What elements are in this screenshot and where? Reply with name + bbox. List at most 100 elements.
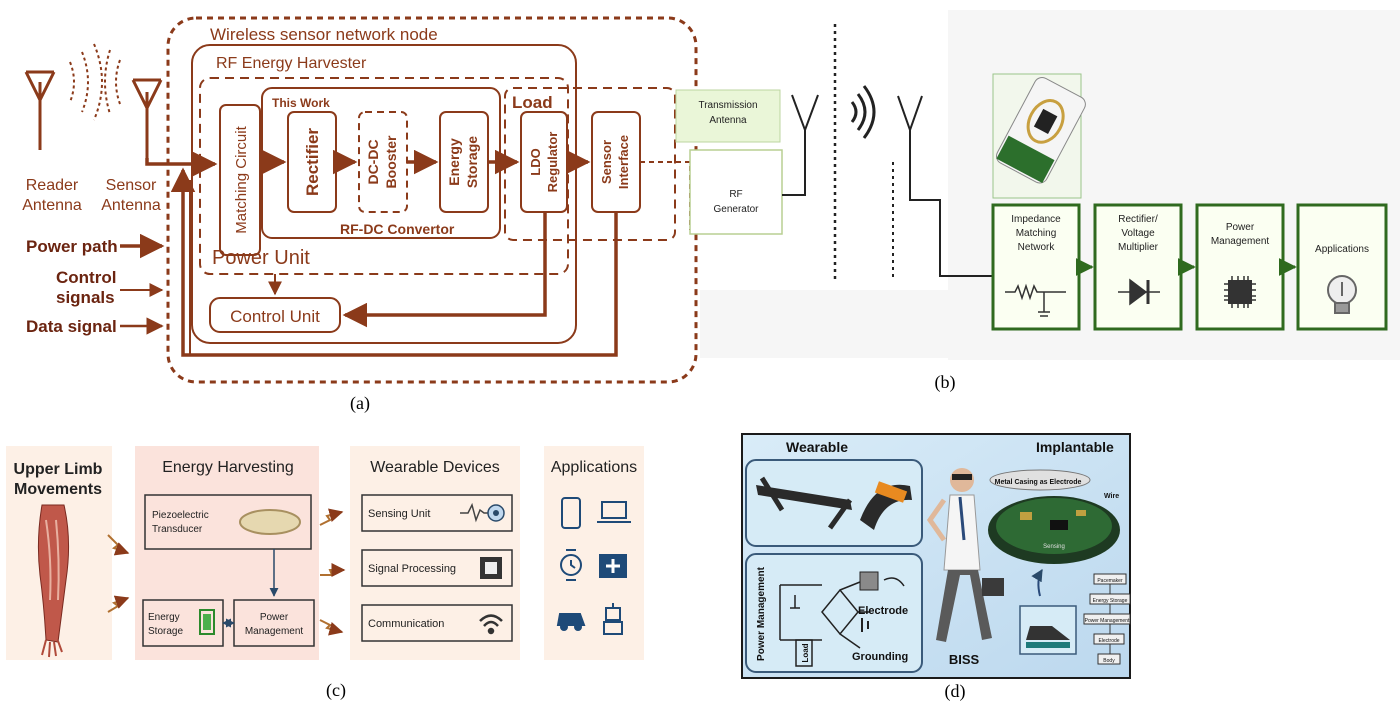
reader-antenna-icon <box>24 70 56 150</box>
piezo-label-1: Piezoelectric <box>152 510 209 521</box>
wearable-devices-panel <box>350 446 520 660</box>
rf-generator-label-1: RF <box>729 189 742 200</box>
flow-box-4 <box>1093 633 1125 645</box>
piezo-label-2: Transducer <box>152 524 203 535</box>
power-unit-label: Power Unit <box>212 247 310 269</box>
biss-label: BISS <box>949 652 980 667</box>
sensor-interface-label-1: Sensor <box>599 140 614 184</box>
power-management-block <box>1195 203 1285 331</box>
ldo-label-2: Regulator <box>545 132 560 193</box>
wearable-devices-label: Wearable Devices <box>370 459 500 476</box>
metal-casing-label: Metal Casing as Electrode <box>995 479 1082 486</box>
bridge-rectifier-icon <box>779 581 870 649</box>
flow-label-1: Pacemaker <box>1097 578 1123 584</box>
finger-icon <box>883 577 905 587</box>
panel-d <box>741 433 1131 679</box>
power-management-c-label-2: Management <box>245 626 304 637</box>
panel-d-text: Wearable Implantable Metal Casing as Ele… <box>756 439 1130 667</box>
sensing-unit-box <box>361 494 513 532</box>
signal-processing-box <box>361 549 513 587</box>
legend-data-label: Data signal <box>26 317 117 336</box>
this-work-label: This Work <box>272 96 330 110</box>
arm-muscle-image <box>37 504 70 658</box>
piezo-box <box>144 494 312 550</box>
impedance-network-icon <box>1005 283 1066 317</box>
implant-device-image <box>988 469 1120 564</box>
rectifier-b-label-1: Rectifier/ <box>1118 214 1158 225</box>
panel-b-text: Transmission Antenna RF Generator Impeda… <box>698 100 1369 255</box>
legend-control-label-2: signals <box>56 288 115 307</box>
signal-processing-label: Signal Processing <box>368 563 456 575</box>
shoe-image <box>1019 605 1077 655</box>
electrode-label: Electrode <box>858 605 908 617</box>
rectifier-b-label-2: Voltage <box>1121 228 1155 239</box>
zigzag-arrows <box>107 508 346 636</box>
flow-label-2: Energy Storage <box>1093 598 1128 604</box>
battery-icon <box>199 609 215 635</box>
laptop-icon <box>597 501 631 523</box>
radio-waves-icon <box>69 43 121 121</box>
energy-storage-c-label-1: Energy <box>148 612 180 623</box>
load-d-label: Load <box>801 643 810 662</box>
wsn-node-box <box>166 16 698 384</box>
reader-antenna-label-2: Antenna <box>22 197 82 214</box>
load-box-d <box>795 639 813 667</box>
upper-limb-label-1: Upper Limb <box>14 461 103 478</box>
load-label: Load <box>512 93 553 112</box>
applications-b-label: Applications <box>1315 244 1369 255</box>
caption-b: (b) <box>935 372 956 393</box>
transmission-antenna-label-1: Transmission <box>698 100 757 111</box>
smart-glasses-image <box>756 476 853 530</box>
arrow-d-up <box>1031 568 1043 597</box>
energy-storage-label-2: Storage <box>464 136 480 188</box>
rectifier-label: Rectifier <box>303 128 322 196</box>
applications-c-panel <box>544 446 644 660</box>
panel-a-text: Wireless sensor network node RF Energy H… <box>22 25 631 336</box>
dcdc-label-1: DC-DC <box>365 139 381 184</box>
car-icon <box>556 613 586 631</box>
sensing-unit-label: Sensing Unit <box>368 508 430 520</box>
sensor-antenna-label-1: Sensor <box>106 177 157 194</box>
lightbulb-icon <box>1327 275 1357 314</box>
communication-label: Communication <box>368 618 444 630</box>
grounding-label: Grounding <box>852 651 908 663</box>
sensing-label: Sensing <box>1043 544 1065 550</box>
power-path-lines <box>145 149 618 357</box>
flow-label-3: Power Management <box>1085 618 1130 624</box>
dcdc-label-2: Booster <box>383 135 399 188</box>
impedance-label-3: Network <box>1018 242 1056 253</box>
legend-control-label-1: Control <box>56 268 116 287</box>
wifi-icon <box>479 614 503 635</box>
rx-antenna-icon <box>897 95 995 277</box>
rectifier-block <box>1093 203 1183 331</box>
implantable-label: Implantable <box>1036 439 1114 455</box>
chip-icon <box>1224 276 1256 308</box>
applications-c-label: Applications <box>551 459 637 476</box>
power-management-c-label-1: Power <box>260 612 289 623</box>
medical-kit-icon <box>599 554 627 578</box>
person-image <box>926 468 1004 642</box>
smart-wristband-image <box>860 481 912 530</box>
power-mgmt-b-label-2: Management <box>1211 236 1270 247</box>
panel-c <box>6 446 644 660</box>
caption-d: (d) <box>945 681 966 702</box>
matching-circuit-box <box>219 104 261 256</box>
sensor-interface-label-2: Interface <box>616 135 631 189</box>
energy-harvesting-label: Energy Harvesting <box>162 459 294 476</box>
caption-c: (c) <box>326 680 346 701</box>
rectifier-b-label-3: Multiplier <box>1118 242 1159 253</box>
flow-label-4: Electrode <box>1098 638 1119 644</box>
tx-antenna-icon <box>782 94 819 196</box>
electrode-pad-icon <box>859 571 879 591</box>
impedance-matching-block <box>991 203 1081 331</box>
transmission-antenna-label-2: Antenna <box>709 115 747 126</box>
load-box <box>504 87 676 241</box>
ground-icon <box>861 618 869 632</box>
wsn-node-title: Wireless sensor network node <box>210 25 438 44</box>
convertor-label: RF-DC Convertor <box>340 221 455 237</box>
sensor-antenna-label-2: Antenna <box>101 197 161 214</box>
wearable-label: Wearable <box>786 439 848 455</box>
communication-box <box>361 604 513 642</box>
rf-generator-box <box>689 149 783 235</box>
